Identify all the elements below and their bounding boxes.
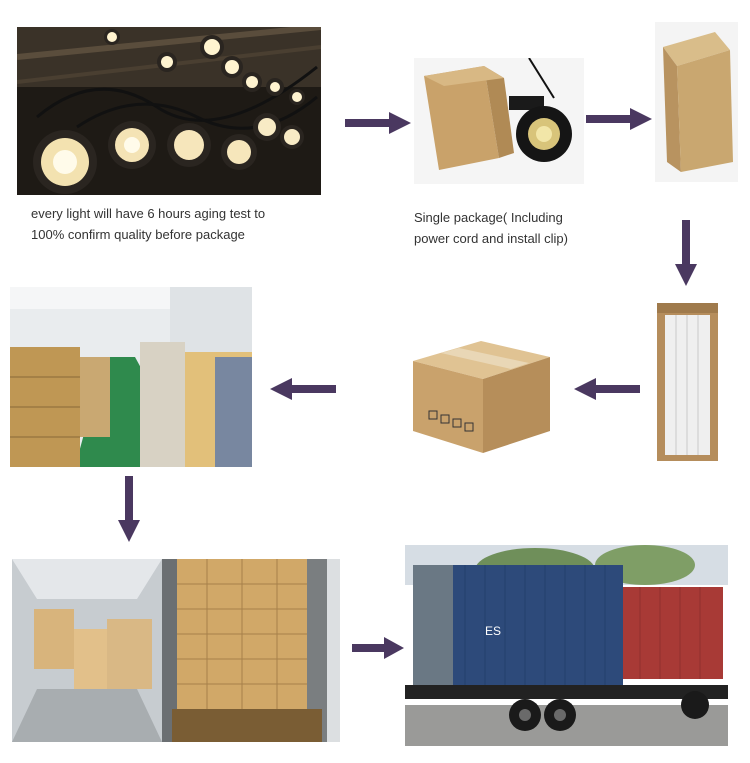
single-package-caption-line1: Single package( Including [414,210,563,225]
master-carton-photo [411,333,552,456]
aging-test-caption-line1: every light will have 6 hours aging test… [31,206,266,221]
closed-box-photo [655,22,738,182]
single-package-photo [414,58,584,184]
warehouse-photo [10,287,252,467]
aging-test-caption-line2: 100% confirm quality before package [31,227,245,242]
arrow-icon [352,637,404,659]
aging-test-photo [17,27,321,195]
arrow-icon [586,108,652,130]
container-truck-photo: ES [405,545,728,746]
single-package-caption: Single package( Including power cord and… [414,207,634,249]
packed-carton-photo [655,301,720,463]
container-label: ES [485,624,501,638]
single-package-caption-line2: power cord and install clip) [414,231,568,246]
arrow-icon [675,220,697,286]
arrow-icon [270,378,336,400]
arrow-icon [345,112,411,134]
container-loading-photo [12,559,340,742]
aging-test-caption: every light will have 6 hours aging test… [31,203,321,245]
arrow-icon [574,378,640,400]
arrow-icon [118,476,140,542]
